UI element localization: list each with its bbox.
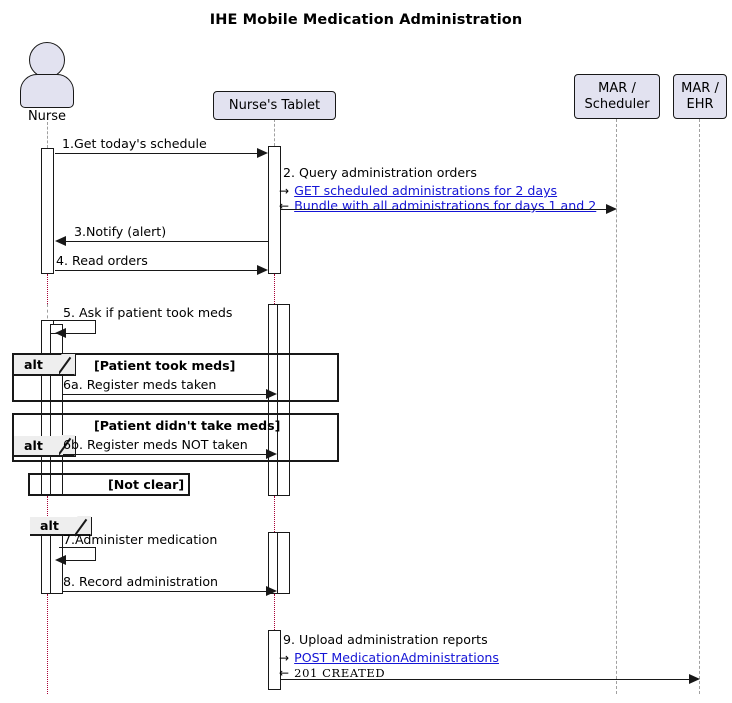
activation-tablet-4	[268, 630, 281, 690]
message-7-selfloop	[59, 547, 96, 561]
alt-frame-3-condition: [Not clear]	[108, 477, 185, 492]
request-arrow-icon: →	[279, 651, 290, 665]
alt-frame-1-keyword: alt	[24, 357, 43, 372]
request-arrow-icon: →	[279, 184, 290, 198]
message-2-response-row: ← Bundle with all administrations for da…	[279, 195, 596, 214]
message-8-line	[63, 591, 268, 592]
lifeline-scheduler	[616, 119, 617, 694]
message-6a-label: 6a. Register meds taken	[63, 377, 217, 392]
message-2-arrowhead	[606, 204, 617, 214]
activation-tablet-3-nested	[277, 532, 290, 594]
lifeline-ehr	[699, 119, 700, 694]
message-6b-arrowhead	[266, 449, 277, 459]
actor-label-nurse: Nurse	[27, 109, 67, 124]
actor-body-icon	[20, 74, 74, 108]
lifeline-nurse-gap-2	[47, 496, 48, 532]
alt-frame-2-tab: alt	[14, 435, 76, 457]
response-arrow-icon: ←	[279, 199, 290, 213]
message-1-label: 1.Get today's schedule	[62, 136, 207, 151]
message-6a-line	[63, 394, 268, 395]
message-1-arrowhead	[257, 148, 268, 158]
message-3-label: 3.Notify (alert)	[74, 224, 167, 239]
lifeline-nurse-gap-3	[47, 594, 48, 694]
message-8-arrowhead	[266, 586, 277, 596]
alt-frame-2-condition: [Patient didn't take meds]	[94, 418, 281, 433]
message-6b-line	[63, 454, 268, 455]
lifeline-nurse-2	[47, 304, 48, 324]
alt-frame-1-condition: [Patient took meds]	[94, 358, 236, 373]
message-3-line	[63, 241, 268, 242]
alt-frame-2	[12, 413, 339, 462]
message-5-arrowhead	[55, 328, 66, 338]
message-5-label: 5. Ask if patient took meds	[63, 305, 233, 320]
message-2-label: 2. Query administration orders	[283, 165, 477, 180]
message-3-arrowhead	[55, 236, 66, 246]
message-9-request-link[interactable]: POST MedicationAdministrations	[294, 650, 499, 665]
lifeline-tablet-gap-1	[274, 274, 275, 304]
alt-frame-1	[12, 353, 339, 402]
message-9-request-row: → POST MedicationAdministrations	[279, 647, 499, 666]
alt-frame-3-tab: alt	[30, 516, 92, 536]
lifeline-tablet-gap-3	[274, 594, 275, 630]
message-8-label: 8. Record administration	[63, 574, 219, 589]
participant-mar-ehr[interactable]: MAR / EHR	[673, 74, 727, 119]
alt-frame-1-tab: alt	[14, 354, 76, 377]
message-1-line	[55, 153, 259, 154]
activation-nurse-1	[41, 148, 54, 274]
lifeline-tablet	[274, 119, 275, 146]
message-9-arrowhead	[689, 674, 700, 684]
message-2-request-row: → GET scheduled administrations for 2 da…	[279, 180, 557, 199]
message-7-label: 7.Administer medication	[63, 532, 218, 547]
participant-nurses-tablet[interactable]: Nurse's Tablet	[213, 91, 336, 120]
alt-frame-3	[28, 473, 190, 496]
alt-frame-1-notch-edge	[59, 354, 76, 377]
message-2-line	[281, 209, 608, 210]
lifeline-nurse-gap-1	[47, 274, 48, 304]
lifeline-nurse	[47, 122, 48, 148]
actor-head-icon	[29, 42, 65, 78]
message-9-line	[281, 679, 691, 680]
message-6a-arrowhead	[266, 389, 277, 399]
message-9-response-status: 201 CREATED	[294, 666, 386, 680]
message-4-label: 4. Read orders	[56, 253, 148, 268]
participant-mar-scheduler[interactable]: MAR / Scheduler	[574, 74, 660, 119]
message-5-selfloop	[50, 320, 96, 334]
alt-frame-3-keyword: alt	[40, 518, 59, 533]
activation-tablet-1	[268, 146, 281, 274]
activation-nurse-2-nested	[50, 324, 63, 496]
response-arrow-icon: ←	[279, 666, 290, 680]
message-4-line	[55, 270, 259, 271]
message-9-label: 9. Upload administration reports	[283, 632, 488, 647]
lifeline-tablet-gap-2	[274, 496, 275, 532]
alt-frame-2-keyword: alt	[24, 438, 43, 453]
diagram-title: IHE Mobile Medication Administration	[209, 12, 523, 28]
message-7-arrowhead	[55, 555, 66, 565]
message-4-arrowhead	[257, 265, 268, 275]
actor-nurse[interactable]: Nurse	[20, 42, 74, 124]
message-2-request-link[interactable]: GET scheduled administrations for 2 days	[294, 183, 558, 198]
message-6b-label: 6b. Register meds NOT taken	[63, 437, 248, 452]
message-2-response-link[interactable]: Bundle with all administrations for days…	[294, 198, 597, 213]
message-9-response-row: ← 201 CREATED	[279, 662, 385, 681]
